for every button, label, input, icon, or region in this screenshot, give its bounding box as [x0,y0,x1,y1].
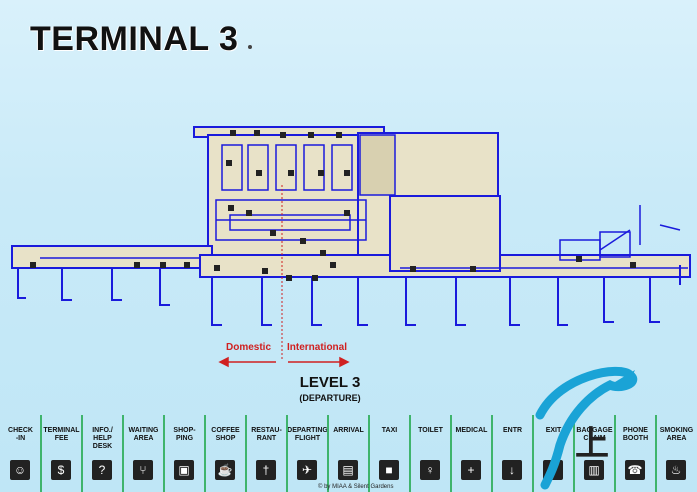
departing-flight-icon: ✈ [297,460,317,480]
level-subtitle: (DEPARTURE) [299,393,361,403]
phone-icon: ☎ [625,460,645,480]
legend-label: ARRIVAL [333,427,364,434]
toilet-icon: ♀ [420,460,440,480]
legend-label: RESTAU-RANT [251,427,282,442]
legend-item: SHOP-PING ▣ [164,415,205,492]
legend-label: TAXI [381,427,398,434]
legend-separator [163,415,165,492]
medical-icon: + [461,460,481,480]
legend-item: ARRIVAL ▤ [328,415,369,492]
legend-item: ENTR ↓ [492,415,533,492]
entry-icon: ↓ [502,460,522,480]
check-in-icon: ☺ [10,460,30,480]
legend-item: RESTAU-RANT † [246,415,287,492]
legend-label: EXIT [545,427,562,434]
international-label: International [287,342,348,353]
legend-label: TOILET [418,427,443,434]
legend-separator [368,415,370,492]
legend-separator [614,415,616,492]
smoking-icon: ♨ [666,460,686,480]
legend-separator [655,415,657,492]
legend-separator [204,415,206,492]
legend-separator [409,415,411,492]
svg-text:上: 上 [575,424,609,464]
legend-label: SHOP-PING [173,427,196,442]
waiting-area-icon: ⑂ [133,460,153,480]
restaurant-icon: † [256,460,276,480]
jet-bridges [17,265,681,326]
legend-label: ENTR [502,427,523,434]
legend-separator [81,415,83,492]
legend-separator [122,415,124,492]
domestic-label: Domestic [226,342,272,353]
legend-separator [245,415,247,492]
legend-separator [491,415,493,492]
legend-label: CHECK-IN [8,427,33,442]
level-title: LEVEL 3 [299,374,361,391]
legend-separator [532,415,534,492]
arrival-icon: ▤ [338,460,358,480]
legend-separator [450,415,452,492]
legend-separator [573,415,575,492]
legend-separator [40,415,42,492]
info-icon: ? [92,460,112,480]
building-footprint [11,126,691,278]
taxi-icon: ■ [379,460,399,480]
shopping-icon: ▣ [174,460,194,480]
title-dot [248,45,252,49]
legend-separator [286,415,288,492]
legend-item: CHECK-IN ☺ [0,415,41,492]
legend-label: MEDICAL [455,427,488,434]
baggage-icon: ▥ [584,460,604,480]
coffee-icon: ☕ [215,460,235,480]
facility-markers [30,130,636,281]
legend-item: MEDICAL + [451,415,492,492]
interior-walls [40,134,688,269]
legend-item: TAXI ■ [369,415,410,492]
terminal-fee-icon: $ [51,460,71,480]
legend-item: TOILET ♀ [410,415,451,492]
map-title: TERMINAL 3 [30,20,239,58]
direction-arrows [218,356,350,368]
legend-separator [327,415,329,492]
map-credit: © by MIAA & Silent Gardens [318,484,394,490]
dragon-watermark: 上 [535,366,637,490]
terminal-floor-map [11,126,691,368]
